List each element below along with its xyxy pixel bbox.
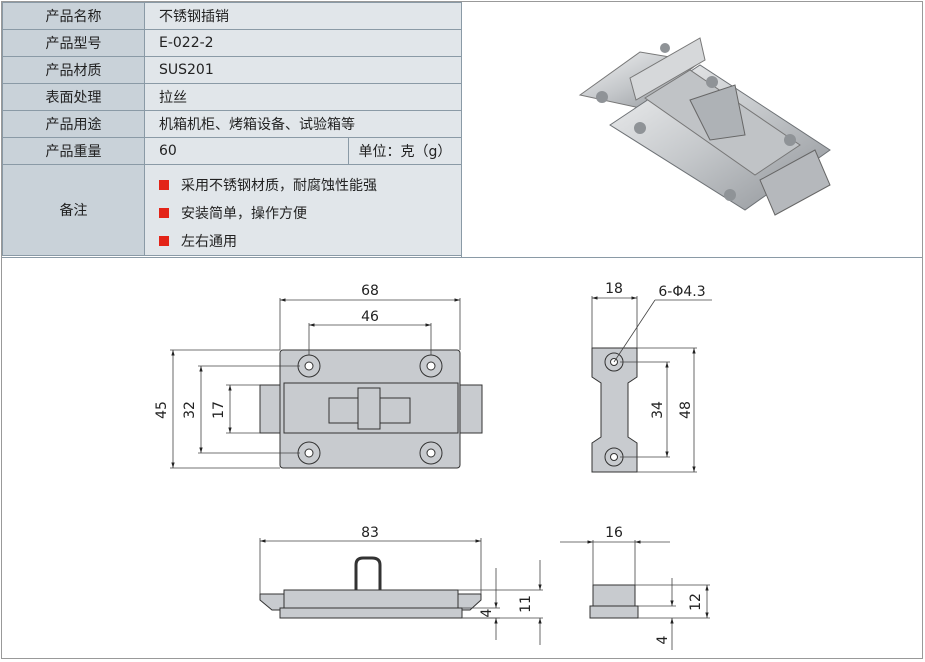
- spec-value: E-022-2: [144, 29, 462, 57]
- spec-label: 表面处理: [2, 83, 145, 111]
- spec-row: 产品型号 E-022-2: [2, 29, 462, 57]
- header-divider: [461, 2, 462, 257]
- note-item: 采用不锈钢材质，耐腐蚀性能强: [159, 171, 461, 199]
- dim-32: 32: [182, 401, 198, 419]
- dim-11: 11: [518, 595, 534, 613]
- dim-16: 16: [605, 525, 623, 541]
- bullet-square-icon: [159, 180, 169, 190]
- bullet-square-icon: [159, 236, 169, 246]
- side-view: [591, 347, 638, 473]
- note-item: 左右通用: [159, 227, 461, 255]
- spec-label: 产品材质: [2, 56, 145, 84]
- bottom-dimension-lines: [259, 538, 543, 645]
- dim-12: 12: [688, 593, 704, 611]
- side-dimension-lines: [591, 296, 712, 473]
- bottom-view: [259, 556, 482, 619]
- end-view: [589, 584, 639, 619]
- dim-4-end: 4: [655, 635, 671, 644]
- product-photo: [578, 37, 831, 216]
- dim-68: 68: [361, 283, 379, 299]
- dim-34: 34: [650, 401, 666, 419]
- note-text: 安装简单，操作方便: [181, 206, 307, 222]
- note-text: 左右通用: [181, 234, 237, 250]
- note-text: 采用不锈钢材质，耐腐蚀性能强: [181, 178, 377, 194]
- front-dimension-lines: [170, 298, 461, 469]
- note-item: 安装简单，操作方便: [159, 199, 461, 227]
- spec-table: 产品名称 不锈钢插销 产品型号 E-022-2 产品材质 SUS201 表面处理…: [2, 2, 462, 256]
- spec-value: 不锈钢插销: [144, 2, 462, 30]
- dim-45: 45: [154, 401, 170, 419]
- section-divider: [2, 257, 922, 258]
- spec-row-notes: 备注 采用不锈钢材质，耐腐蚀性能强 安装简单，操作方便 左右通用: [2, 164, 462, 256]
- spec-value: 机箱机柜、烤箱设备、试验箱等: [144, 110, 462, 138]
- front-view: [259, 349, 483, 469]
- dim-4-bottom: 4: [479, 608, 495, 617]
- dim-48: 48: [678, 401, 694, 419]
- dim-holes: 6-Φ4.3: [658, 284, 705, 300]
- weight-unit: 单位：克（g）: [348, 137, 462, 165]
- spec-row: 产品用途 机箱机柜、烤箱设备、试验箱等: [2, 110, 462, 138]
- dim-46: 46: [361, 309, 379, 325]
- notes-cell: 采用不锈钢材质，耐腐蚀性能强 安装简单，操作方便 左右通用: [144, 164, 462, 256]
- bullet-square-icon: [159, 208, 169, 218]
- dim-83: 83: [361, 525, 379, 541]
- end-dimension-lines: [560, 540, 710, 650]
- spec-value: SUS201: [144, 56, 462, 84]
- spec-row-weight: 产品重量 60 单位：克（g）: [2, 137, 462, 165]
- dim-18: 18: [605, 281, 623, 297]
- weight-value: 60: [144, 137, 349, 165]
- spec-row: 产品材质 SUS201: [2, 56, 462, 84]
- dim-17: 17: [211, 401, 227, 419]
- notes-label: 备注: [2, 164, 145, 256]
